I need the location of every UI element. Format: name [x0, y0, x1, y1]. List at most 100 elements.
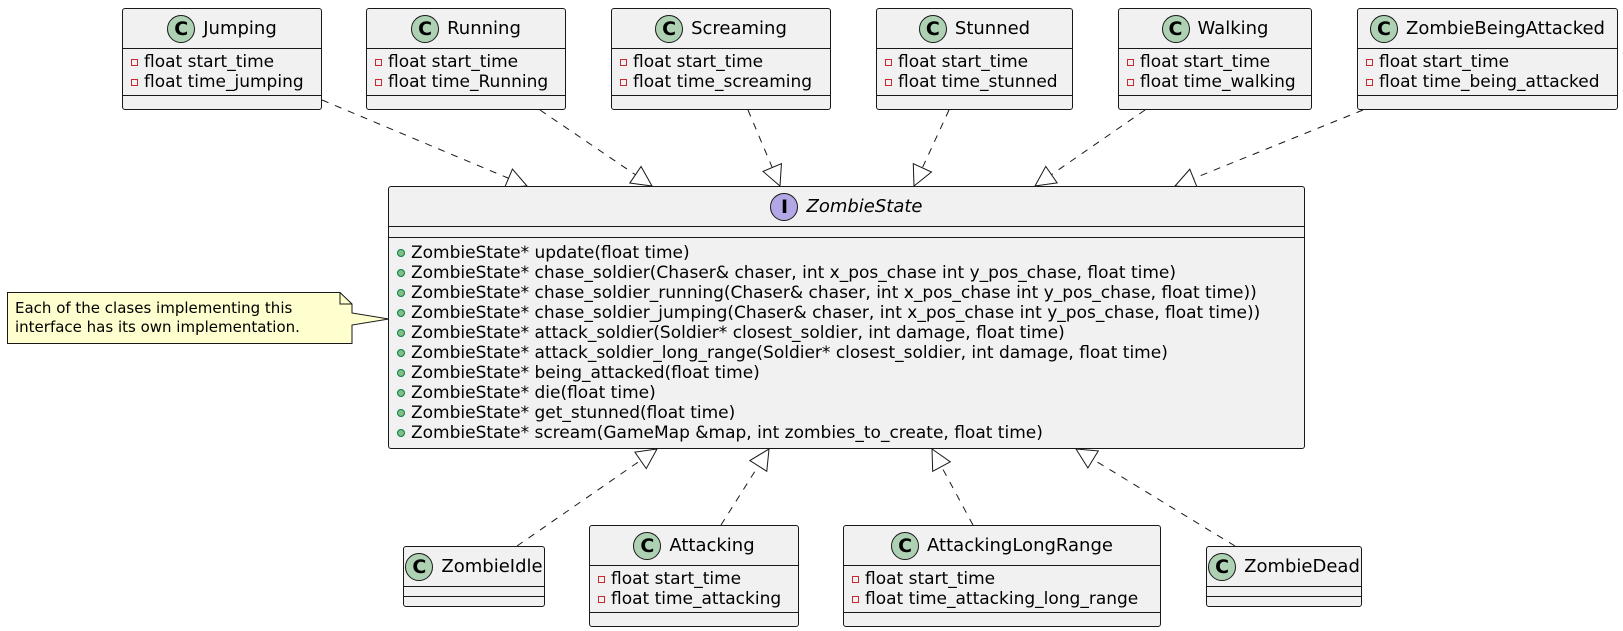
- field-text: float time_walking: [1140, 72, 1296, 92]
- field-row: float start_time: [1366, 52, 1609, 72]
- method-text: ZombieState* chase_soldier_jumping(Chase…: [411, 303, 1261, 323]
- hollow-arrowhead-icon: [1075, 448, 1100, 469]
- field-text: float time_attacking: [611, 589, 782, 609]
- realization-edge-zombieidle: [516, 448, 658, 547]
- class-name: ZombieDead: [1244, 556, 1360, 577]
- hollow-arrowhead-icon: [762, 162, 783, 188]
- field-text: float time_being_attacked: [1379, 72, 1600, 92]
- class-zombieidle: C ZombieIdle: [403, 546, 545, 607]
- dashed-line: [747, 109, 773, 168]
- field-row: float start_time: [852, 569, 1152, 589]
- dashed-line: [539, 109, 636, 176]
- field-row: float start_time: [620, 52, 822, 72]
- class-name: Attacking: [669, 535, 755, 556]
- note-text: Each of the clases implementing this int…: [15, 299, 300, 337]
- method-text: ZombieState* scream(GameMap &map, int zo…: [411, 423, 1043, 443]
- field-text: float time_Running: [388, 72, 549, 92]
- hollow-arrowhead-icon: [748, 448, 770, 473]
- realization-edge-jumping: [321, 99, 529, 189]
- realization-edge-running: [539, 109, 653, 187]
- public-visibility-icon: [397, 329, 405, 337]
- class-badge-icon: C: [891, 531, 920, 560]
- hollow-arrowhead-icon: [1173, 168, 1199, 189]
- private-visibility-icon: [1366, 78, 1373, 86]
- method-text: ZombieState* being_attacked(float time): [411, 363, 760, 383]
- method-row: ZombieState* die(float time): [397, 383, 1296, 403]
- private-visibility-icon: [375, 58, 382, 66]
- method-text: ZombieState* chase_soldier_running(Chase…: [411, 283, 1257, 303]
- hollow-arrowhead-icon: [633, 448, 658, 470]
- method-row: ZombieState* chase_soldier_jumping(Chase…: [397, 303, 1296, 323]
- class-header: C ZombieIdle: [404, 547, 544, 587]
- class-name: Walking: [1197, 18, 1269, 39]
- private-visibility-icon: [620, 78, 627, 86]
- field-row: float time_Running: [375, 72, 557, 92]
- realization-edge-attackinglongrange: [931, 448, 974, 526]
- hollow-arrowhead-icon: [1034, 165, 1059, 187]
- field-row: float time_walking: [1127, 72, 1303, 92]
- class-fields: [1207, 587, 1361, 597]
- public-visibility-icon: [397, 269, 405, 277]
- private-visibility-icon: [1127, 58, 1134, 66]
- field-text: float start_time: [865, 569, 996, 589]
- method-row: ZombieState* get_stunned(float time): [397, 403, 1296, 423]
- class-name: AttackingLongRange: [927, 535, 1113, 556]
- field-row: float start_time: [1127, 52, 1303, 72]
- public-visibility-icon: [397, 369, 405, 377]
- method-text: ZombieState* die(float time): [411, 383, 656, 403]
- class-header: C AttackingLongRange: [844, 526, 1160, 566]
- field-text: float start_time: [633, 52, 764, 72]
- private-visibility-icon: [131, 78, 138, 86]
- private-visibility-icon: [885, 58, 892, 66]
- public-visibility-icon: [397, 429, 405, 437]
- field-row: float start_time: [885, 52, 1064, 72]
- field-text: float start_time: [898, 52, 1029, 72]
- class-badge-icon: C: [1161, 14, 1190, 43]
- field-text: float start_time: [1379, 52, 1510, 72]
- dashed-line: [516, 459, 641, 547]
- class-name: Running: [447, 18, 521, 39]
- note-line-2: interface has its own implementation.: [15, 318, 300, 336]
- interface-badge-icon: I: [770, 192, 799, 221]
- interface-name: ZombieState: [806, 196, 923, 217]
- class-name: ZombieBeingAttacked: [1406, 18, 1605, 39]
- private-visibility-icon: [131, 58, 138, 66]
- private-visibility-icon: [1366, 58, 1373, 66]
- realization-edge-walking: [1034, 109, 1146, 187]
- hollow-arrowhead-icon: [628, 165, 653, 187]
- hollow-arrowhead-icon: [912, 162, 933, 188]
- field-text: float start_time: [611, 569, 742, 589]
- class-badge-icon: C: [1208, 552, 1237, 581]
- dashed-line: [941, 466, 974, 526]
- class-fields: [404, 587, 544, 597]
- method-row: ZombieState* chase_soldier_running(Chase…: [397, 283, 1296, 303]
- public-visibility-icon: [397, 249, 405, 257]
- method-text: ZombieState* update(float time): [411, 243, 690, 263]
- dashed-line: [921, 109, 950, 169]
- realization-edge-attacking: [720, 448, 770, 526]
- hollow-arrowhead-icon: [503, 168, 529, 189]
- realization-edge-stunned: [912, 109, 950, 188]
- private-visibility-icon: [598, 595, 605, 603]
- class-badge-icon: C: [918, 14, 947, 43]
- class-name: Jumping: [203, 18, 277, 39]
- interface-methods: ZombieState* update(float time) ZombieSta…: [389, 238, 1304, 448]
- class-name: ZombieIdle: [441, 556, 543, 577]
- field-text: float time_jumping: [144, 72, 304, 92]
- field-row: float time_attacking_long_range: [852, 589, 1152, 609]
- private-visibility-icon: [598, 575, 605, 583]
- class-badge-icon: C: [405, 552, 434, 581]
- class-badge-icon: C: [655, 14, 684, 43]
- field-row: float start_time: [598, 569, 790, 589]
- class-badge-icon: C: [1370, 14, 1399, 43]
